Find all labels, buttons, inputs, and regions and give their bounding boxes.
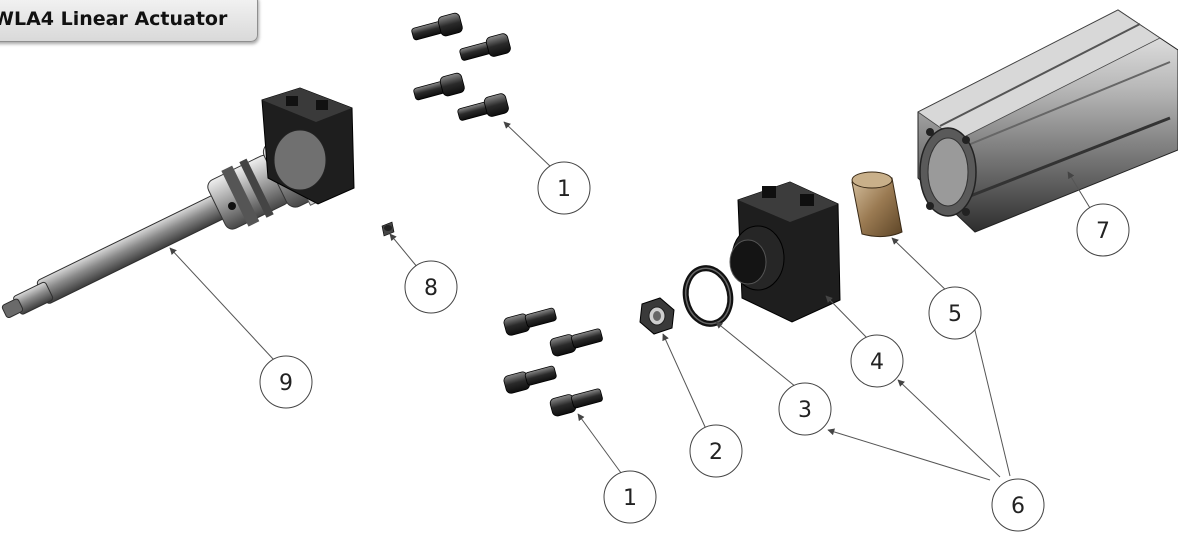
- callouts: 1 1 2 3 4 5 6 7 8 9: [259, 161, 1130, 532]
- leader-6-to-3: [827, 428, 991, 481]
- leader-7: [1067, 171, 1091, 209]
- hex-nut: [639, 297, 675, 335]
- svg-text:5: 5: [948, 302, 962, 327]
- leader-5: [891, 237, 953, 297]
- leader-8: [389, 233, 419, 269]
- leader-lines: [169, 121, 1091, 481]
- callout-1-top: 1: [537, 161, 591, 215]
- leader-6-to-5: [970, 317, 1011, 477]
- callout-1-bottom: 1: [603, 470, 657, 524]
- screw-group-top: [411, 12, 511, 121]
- callout-9: 9: [259, 355, 313, 409]
- callout-5: 5: [928, 286, 982, 340]
- svg-text:9: 9: [279, 371, 293, 396]
- end-cap: [729, 181, 841, 323]
- leader-9: [169, 247, 275, 361]
- callout-8: 8: [404, 260, 458, 314]
- o-ring: [682, 265, 734, 327]
- leader-1-top: [503, 121, 553, 169]
- svg-text:8: 8: [424, 276, 438, 301]
- callout-3: 3: [778, 382, 832, 436]
- leader-6-to-4: [897, 379, 1001, 478]
- leader-4: [825, 295, 871, 342]
- set-screw: [381, 221, 395, 237]
- screw-group-bottom: [503, 307, 603, 417]
- svg-text:6: 6: [1011, 494, 1025, 519]
- svg-text:3: 3: [798, 398, 812, 423]
- extrusion-tube: [917, 9, 1178, 233]
- callout-4: 4: [850, 334, 904, 388]
- svg-text:2: 2: [709, 440, 723, 465]
- callout-7: 7: [1076, 203, 1130, 257]
- svg-text:4: 4: [870, 350, 884, 375]
- leader-3: [715, 321, 797, 388]
- svg-text:1: 1: [623, 486, 637, 511]
- bushing: [851, 171, 903, 238]
- callout-6: 6: [991, 478, 1045, 532]
- callout-2: 2: [689, 424, 743, 478]
- svg-text:1: 1: [557, 177, 571, 202]
- svg-text:7: 7: [1096, 219, 1110, 244]
- diagram-title: WLA4 Linear Actuator: [0, 0, 258, 42]
- leader-1-bottom: [577, 413, 625, 478]
- leader-2: [662, 333, 707, 430]
- motor-leadscrew-assembly: [1, 87, 355, 319]
